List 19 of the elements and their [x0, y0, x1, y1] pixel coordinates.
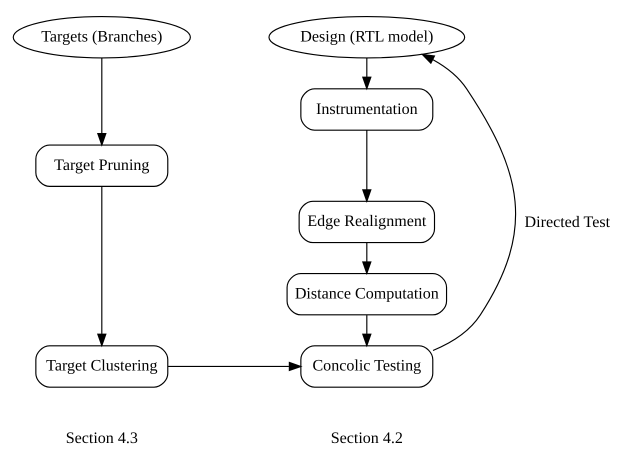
arrow	[362, 314, 372, 347]
node-box: Target Clustering	[35, 344, 168, 388]
node-box: Concolic Testing	[300, 344, 434, 388]
node-ellipse: Targets (Branches)	[12, 16, 191, 58]
arrow	[97, 58, 107, 146]
edge-label: Directed Test	[524, 213, 610, 230]
node-box: Distance Computation	[286, 272, 448, 315]
arrow	[362, 58, 372, 90]
arrow	[168, 361, 303, 371]
arrow	[362, 130, 372, 203]
label: Section 4.2	[330, 430, 403, 447]
label: Section 4.3	[66, 430, 138, 447]
node-box: Target Pruning	[35, 144, 168, 186]
arrow	[420, 53, 516, 350]
node-box: Edge Realignment	[298, 200, 436, 243]
arrow	[362, 242, 372, 275]
node-box: Instrumentation	[300, 88, 434, 130]
node-ellipse: Design (RTL model)	[268, 16, 466, 58]
arrow	[97, 186, 107, 347]
